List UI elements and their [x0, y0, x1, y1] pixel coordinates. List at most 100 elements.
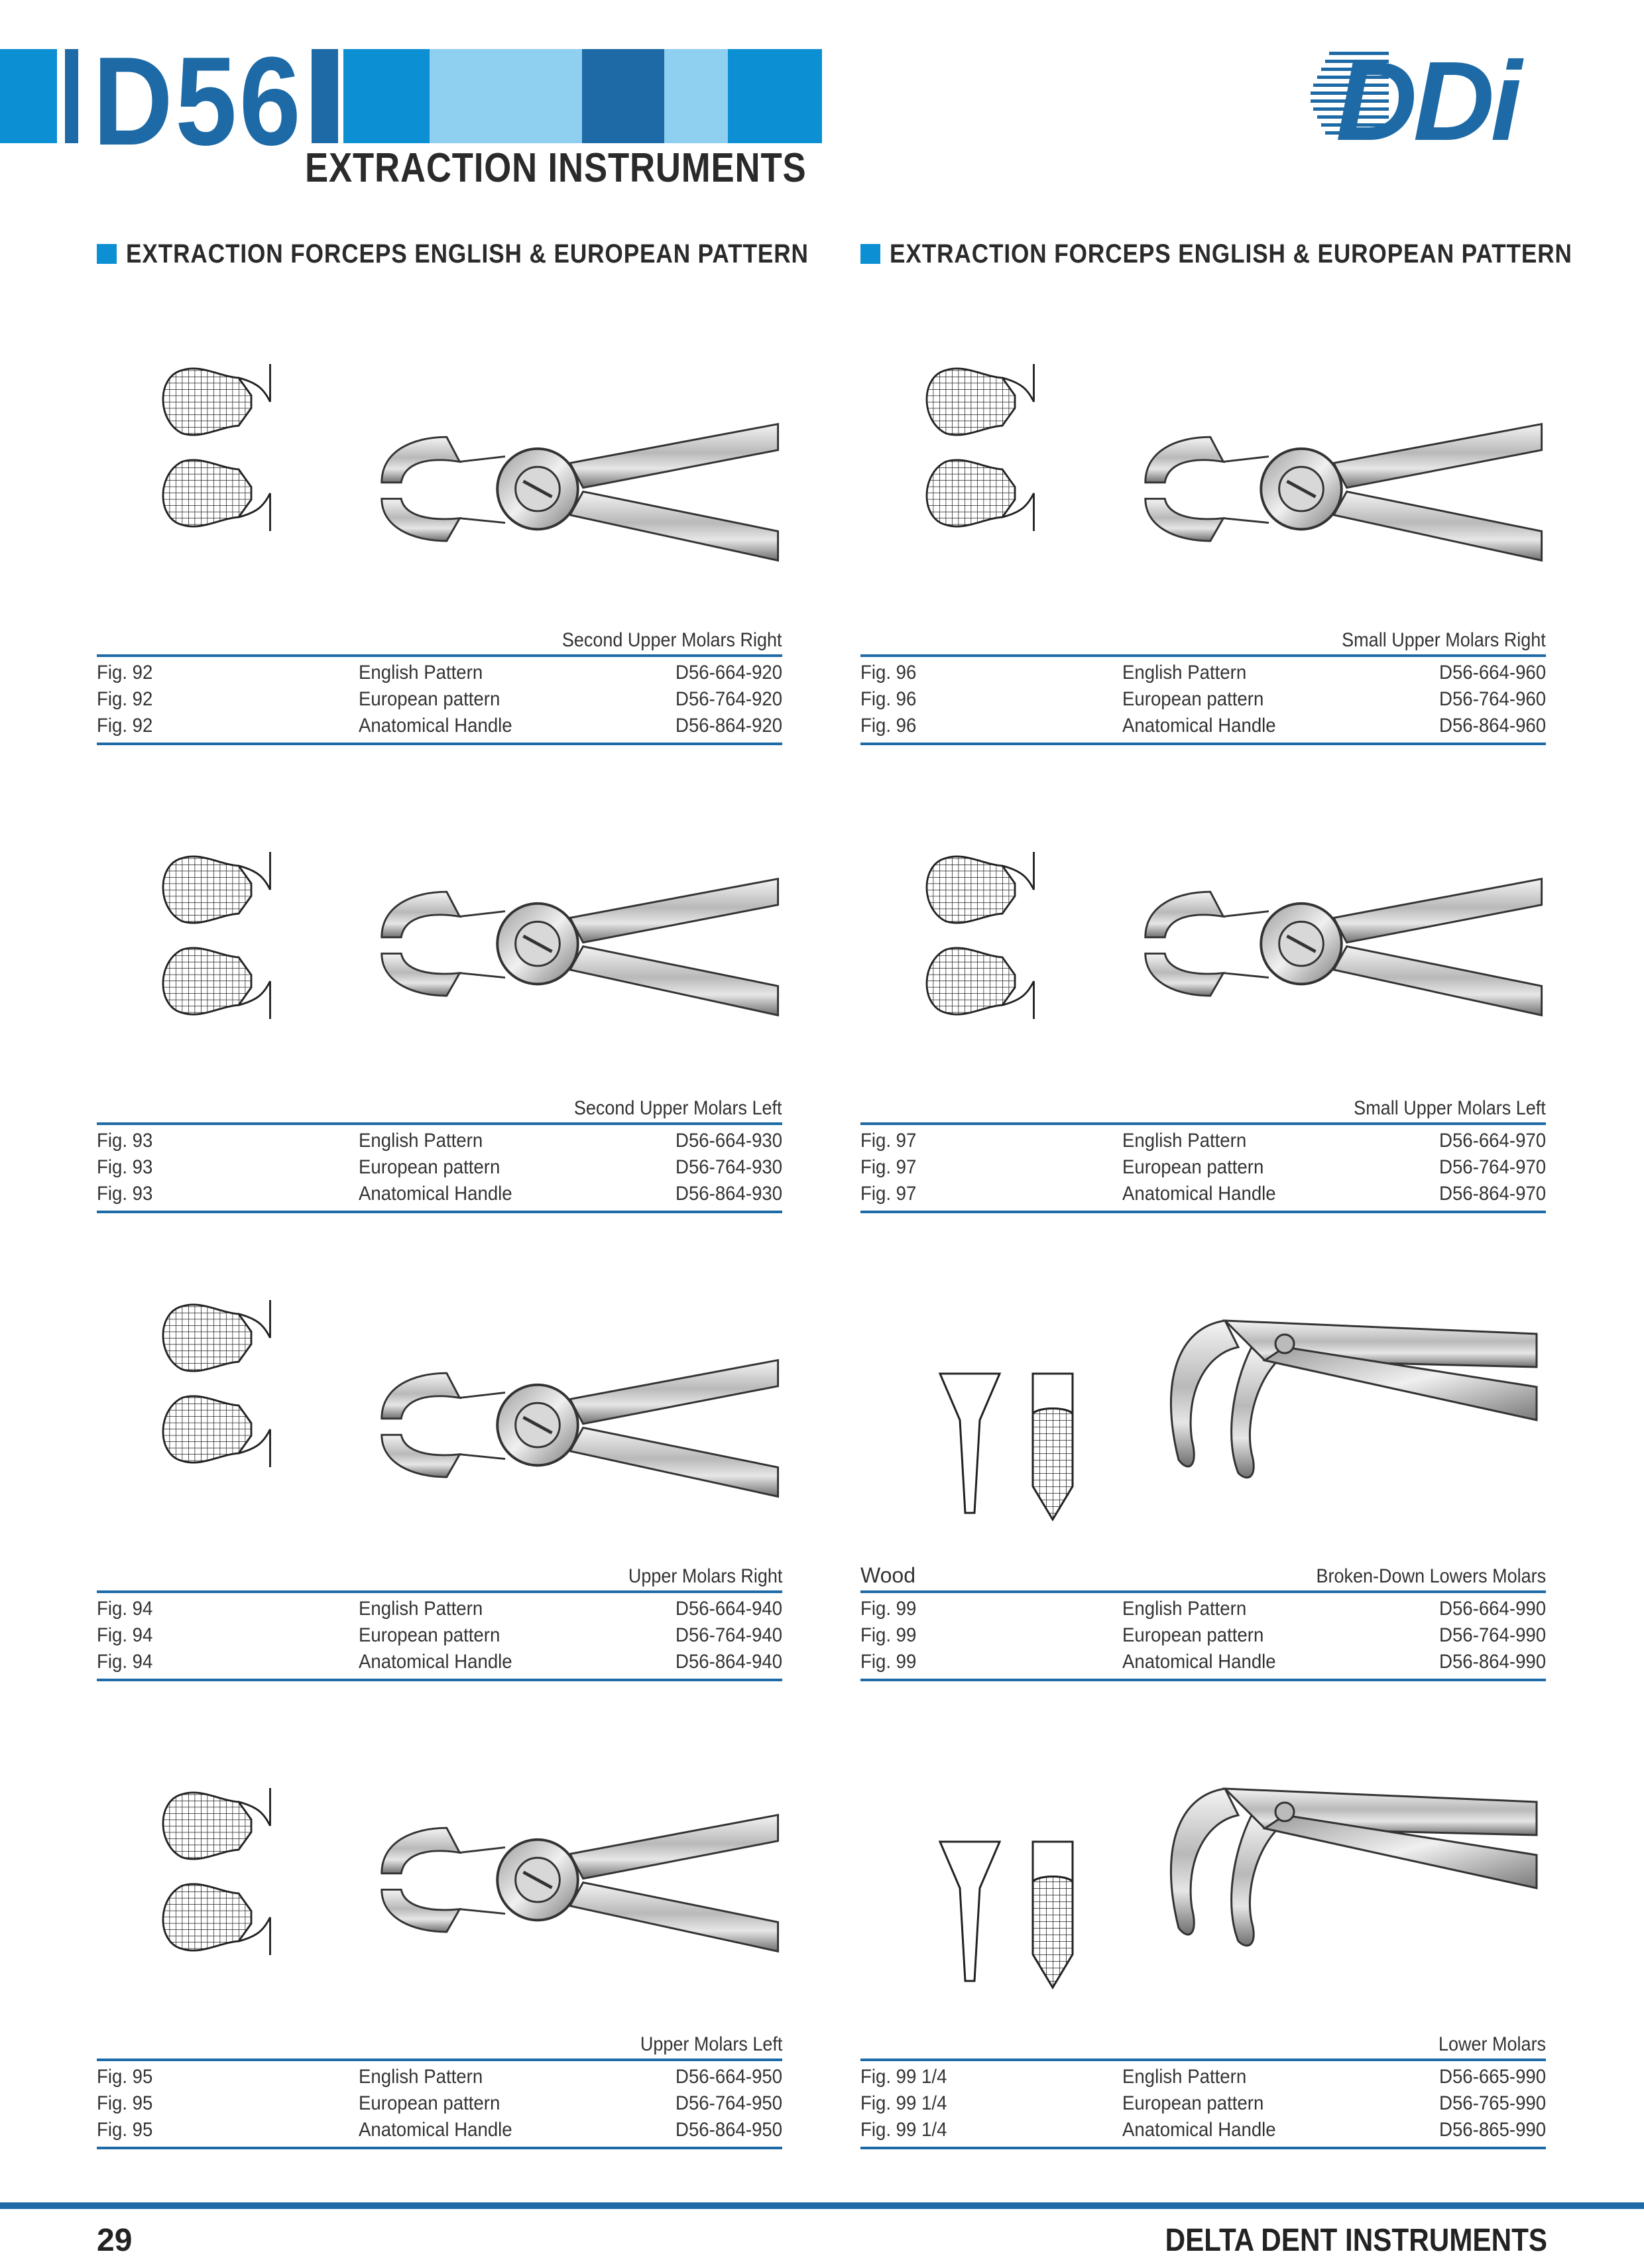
product-name: Second Upper Molars Left [574, 1097, 782, 1119]
product-illustration [97, 1716, 782, 2027]
forceps-lower-icon [939, 1787, 1538, 1989]
figure-ref: Fig. 99 [860, 1651, 917, 1673]
article-code: D56-765-990 [1439, 2092, 1546, 2114]
header-bar [582, 49, 664, 143]
article-code: D56-864-940 [675, 1651, 782, 1673]
product-illustration [860, 1248, 1546, 1559]
figure-ref: Fig. 96 [860, 662, 917, 684]
product-illustration [97, 780, 782, 1091]
pattern-name: Anatomical Handle [359, 1651, 512, 1673]
article-code: D56-764-940 [675, 1624, 782, 1646]
product-caption: Lower Molars [860, 2031, 1546, 2061]
article-code: D56-864-970 [1439, 1183, 1546, 1205]
variant-row: Fig. 94 European pattern D56-764-940 [97, 1624, 782, 1651]
variant-row: Fig. 99 European pattern D56-764-990 [860, 1624, 1546, 1651]
product-caption: Small Upper Molars Right [860, 627, 1546, 657]
pattern-name: European pattern [1122, 1156, 1264, 1178]
product-name: Lower Molars [1438, 2033, 1546, 2055]
square-bullet-icon [97, 244, 117, 264]
header-bar [343, 49, 430, 143]
header-bar [0, 49, 57, 143]
product-caption: Small Upper Molars Left [860, 1095, 1546, 1125]
header-bar [664, 49, 728, 143]
figure-ref: Fig. 99 1/4 [860, 2092, 947, 2114]
figure-ref: Fig. 94 [97, 1651, 153, 1673]
brand-logo: DDi [1309, 45, 1551, 158]
figure-ref: Fig. 99 [860, 1624, 917, 1646]
pattern-name: English Pattern [1122, 2066, 1247, 2088]
article-code: D56-664-920 [675, 662, 782, 684]
pattern-name: European pattern [1122, 1624, 1264, 1646]
article-code: D56-764-990 [1439, 1624, 1546, 1646]
section-title: EXTRACTION FORCEPS ENGLISH & EUROPEAN PA… [890, 239, 1572, 269]
article-code: D56-864-930 [675, 1183, 782, 1205]
article-code: D56-764-960 [1439, 688, 1546, 710]
pattern-name: European pattern [359, 2092, 500, 2114]
product-illustration [860, 1716, 1546, 2027]
pattern-name: Anatomical Handle [359, 2119, 512, 2141]
article-code: D56-665-990 [1439, 2066, 1546, 2088]
forceps-upper-left-icon [162, 1787, 782, 1956]
pattern-name: English Pattern [359, 2066, 483, 2088]
product-caption: Wood Broken-Down Lowers Molars [860, 1563, 1546, 1593]
article-code: D56-764-970 [1439, 1156, 1546, 1178]
figure-ref: Fig. 94 [97, 1598, 153, 1620]
figure-ref: Fig. 99 [860, 1598, 917, 1620]
product-name: Second Upper Molars Right [562, 629, 782, 651]
variant-row: Fig. 92 English Pattern D56-664-920 [97, 662, 782, 688]
page-title: EXTRACTION INSTRUMENTS [305, 145, 807, 191]
article-code: D56-764-950 [675, 2092, 782, 2114]
product-name: Upper Molars Right [628, 1565, 782, 1587]
pattern-name: English Pattern [359, 662, 483, 684]
article-code: D56-864-960 [1439, 715, 1546, 737]
product-name: Broken-Down Lowers Molars [1316, 1565, 1546, 1587]
forceps-upper-right-icon [162, 363, 782, 623]
pattern-name: Anatomical Handle [359, 715, 512, 737]
pattern-name: Anatomical Handle [1122, 715, 1276, 737]
article-code: D56-664-970 [1439, 1130, 1546, 1152]
page-number: 29 [97, 2223, 133, 2258]
forceps-upper-right-icon [925, 363, 1546, 623]
product-caption: Second Upper Molars Left [97, 1095, 782, 1125]
forceps-lower-icon [939, 1319, 1538, 1521]
pattern-name: English Pattern [359, 1598, 483, 1620]
pattern-name: European pattern [359, 1624, 500, 1646]
figure-ref: Fig. 92 [97, 662, 153, 684]
handle-material-label: Wood [860, 1563, 916, 1587]
forceps-upper-left-icon [162, 851, 782, 1020]
article-code: D56-865-990 [1439, 2119, 1546, 2141]
figure-ref: Fig. 94 [97, 1624, 153, 1646]
forceps-upper-right-icon [162, 1299, 782, 1559]
pattern-name: English Pattern [1122, 662, 1247, 684]
article-code: D56-664-950 [675, 2066, 782, 2088]
figure-ref: Fig. 97 [860, 1183, 917, 1205]
figure-ref: Fig. 95 [97, 2119, 153, 2141]
